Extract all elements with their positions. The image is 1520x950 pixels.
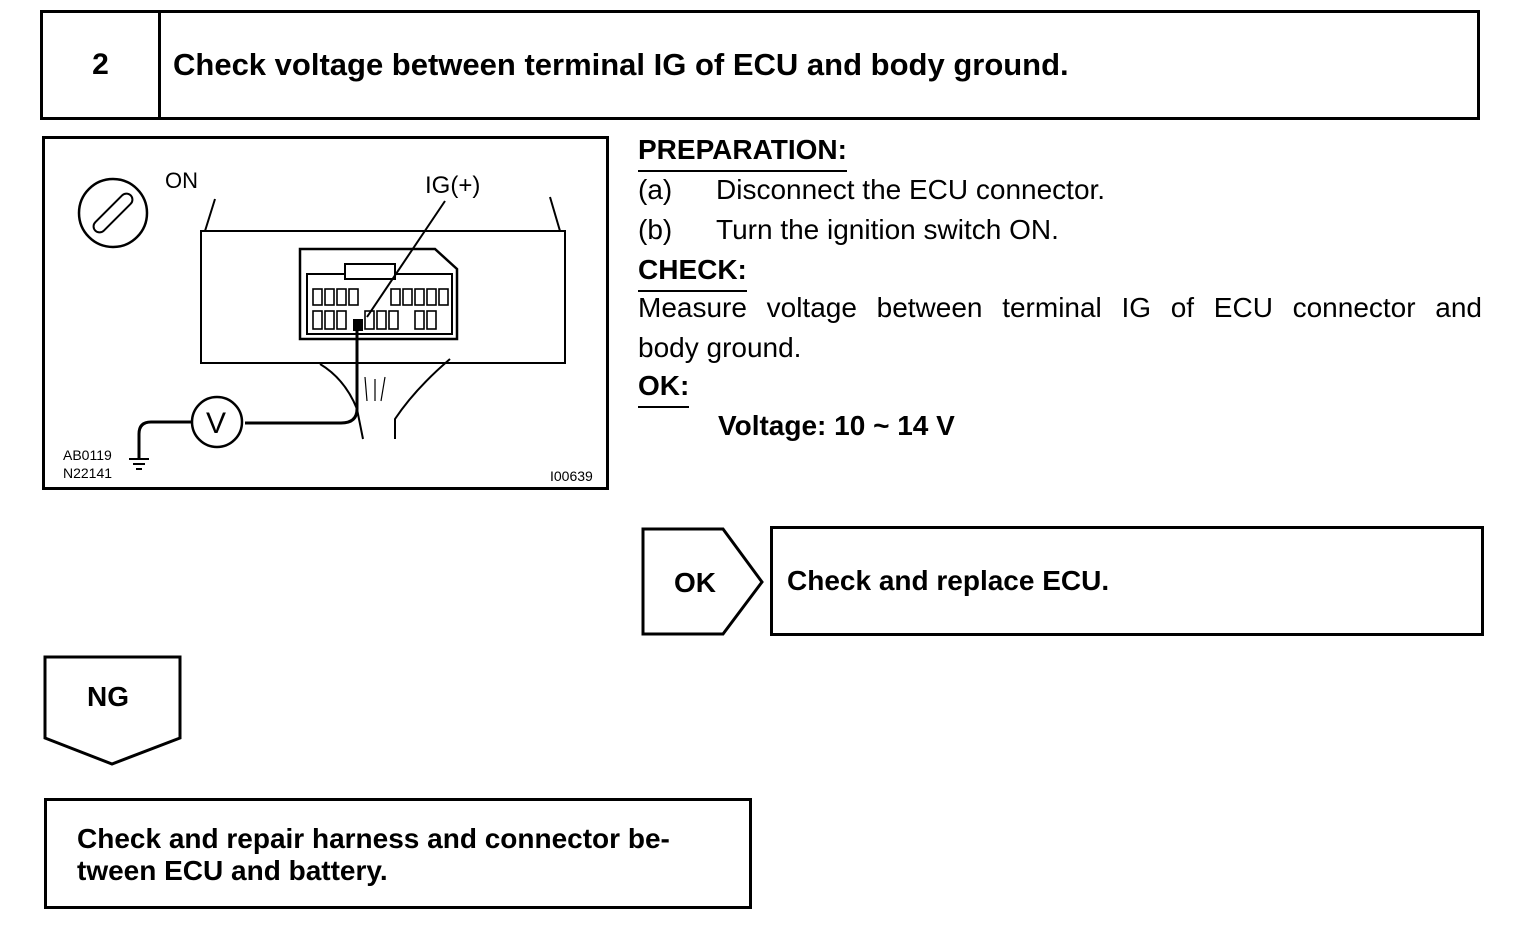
ng-tag-label: NG [87,681,129,712]
ignition-switch-icon [77,177,149,249]
ecu-connector [298,247,459,341]
ng-action-line-2: tween ECU and battery. [77,855,388,886]
prep-step-marker: (b) [638,214,673,245]
check-text-line-1: Measure voltage between terminal IG of E… [638,292,1482,323]
voltmeter-label: V [206,407,226,440]
ok-result-tag: OK [641,527,764,636]
terminal-ig-label: IG(+) [425,172,480,199]
ok-tag-label: OK [674,567,716,598]
figure-code-1: AB0119 [63,447,112,463]
step-number: 2 [43,13,161,117]
wiring-illustration: ON IG(+) [42,136,609,490]
prep-step-text: Disconnect the ECU connector. [716,174,1106,205]
prep-step-marker: (a) [638,174,673,205]
ng-result-tag: NG [43,655,182,766]
connector-diagram: ON IG(+) [63,168,593,484]
prep-step-text: Turn the ignition switch ON. [716,214,1059,245]
preparation-heading: PREPARATION: [638,130,847,172]
ok-action-box: Check and replace ECU. [770,526,1484,636]
ng-action-box: Check and repair harness and connector b… [44,798,752,909]
ok-action-text: Check and replace ECU. [787,565,1110,596]
on-label: ON [165,168,198,193]
check-text-line-2: body ground. [638,332,802,363]
figure-code-2: N22141 [63,465,112,481]
ok-heading: OK: [638,366,690,408]
figure-code-3: I00639 [550,468,593,484]
step-title: Check voltage between terminal IG of ECU… [173,47,1069,82]
check-heading: CHECK: [638,250,747,292]
voltage-spec: Voltage: 10 ~ 14 V [718,410,955,441]
step-header: 2 Check voltage between terminal IG of E… [40,10,1480,120]
ground-icon [129,458,149,470]
ng-action-line-1: Check and repair harness and connector b… [77,823,670,854]
ecu-body [200,230,566,364]
